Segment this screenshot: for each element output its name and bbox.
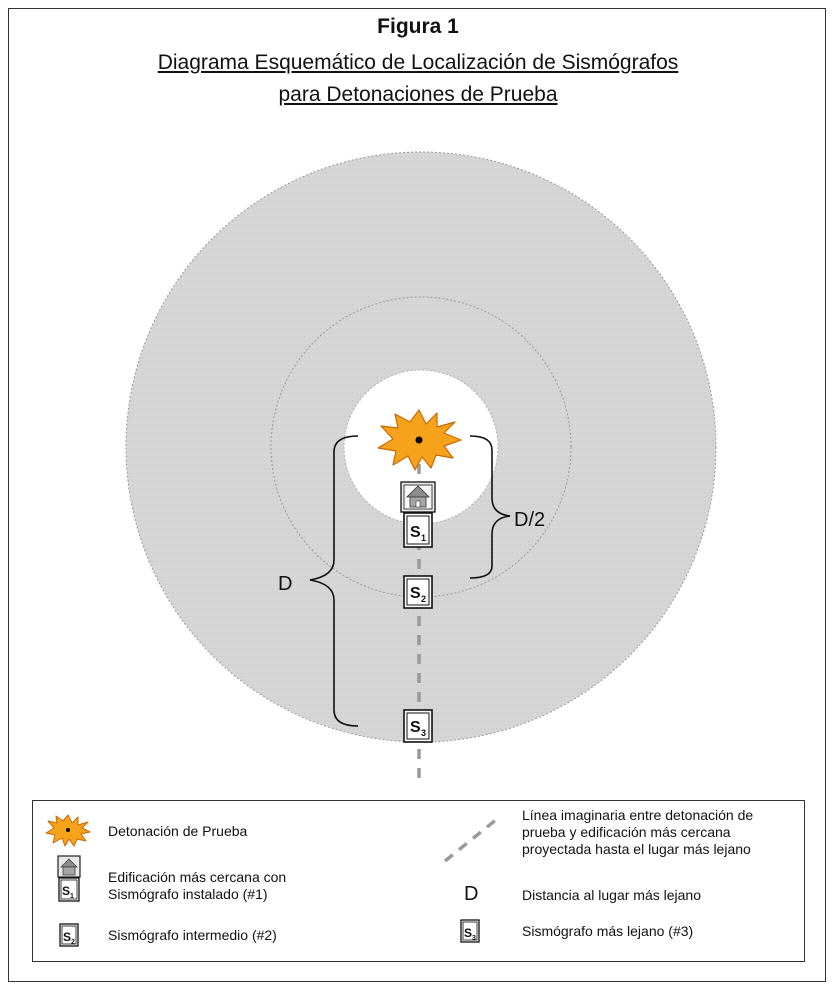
seismograph-s2: S 2 <box>403 575 433 609</box>
legend-nearest-building-line1: Edificación más cercana con <box>108 869 287 885</box>
seismograph-s3: S 3 <box>403 709 433 743</box>
detonation-burst-icon <box>377 409 462 471</box>
figure-title: Figura 1 <box>377 15 459 38</box>
full-distance-bracket <box>309 435 359 727</box>
svg-text:1: 1 <box>70 893 74 900</box>
legend-building-s1-icon: S 1 <box>57 855 81 902</box>
svg-text:S: S <box>62 884 70 898</box>
seismograph-s1: S 1 <box>403 512 433 548</box>
legend-line-desc-2: prueba y edificación más cercana <box>522 824 731 840</box>
legend-line-desc-3: proyectada hasta el lugar más lejano <box>522 841 751 857</box>
legend-s3-icon: S 3 <box>460 919 480 943</box>
svg-text:2: 2 <box>421 594 426 604</box>
legend-nearest-building-line2: Sismógrafo instalado (#1) <box>108 886 268 902</box>
legend-burst-icon <box>45 814 91 847</box>
legend-detonation-label: Detonación de Prueba <box>108 823 248 839</box>
nearest-building-icon <box>400 481 436 513</box>
figure-subtitle-line2: para Detonaciones de Prueba <box>278 83 558 106</box>
svg-text:S: S <box>464 926 472 940</box>
svg-text:3: 3 <box>421 728 426 738</box>
legend-intermediate-label: Sismógrafo intermedio (#2) <box>108 927 277 943</box>
figure-subtitle-line1: Diagrama Esquemático de Localización de … <box>157 51 679 74</box>
legend-dashed-line-icon <box>443 817 499 863</box>
legend-farthest-label: Sismógrafo más lejano (#3) <box>522 923 694 939</box>
svg-text:S: S <box>410 524 421 541</box>
legend-d-symbol: D <box>464 883 479 905</box>
legend-d-desc: Distancia al lugar más lejano <box>522 887 701 903</box>
legend: Detonación de Prueba S 1 Edificación más… <box>32 800 805 962</box>
half-distance-label: D/2 <box>514 509 545 531</box>
legend-s2-icon: S 2 <box>59 923 79 947</box>
svg-text:S: S <box>410 719 421 736</box>
full-distance-label: D <box>278 573 292 595</box>
svg-text:1: 1 <box>421 533 426 543</box>
svg-text:2: 2 <box>71 939 75 946</box>
half-distance-bracket <box>469 435 511 579</box>
svg-text:S: S <box>410 585 421 602</box>
svg-text:3: 3 <box>472 935 476 942</box>
svg-text:S: S <box>63 930 71 944</box>
legend-line-desc-1: Línea imaginaria entre detonación de <box>522 807 754 823</box>
